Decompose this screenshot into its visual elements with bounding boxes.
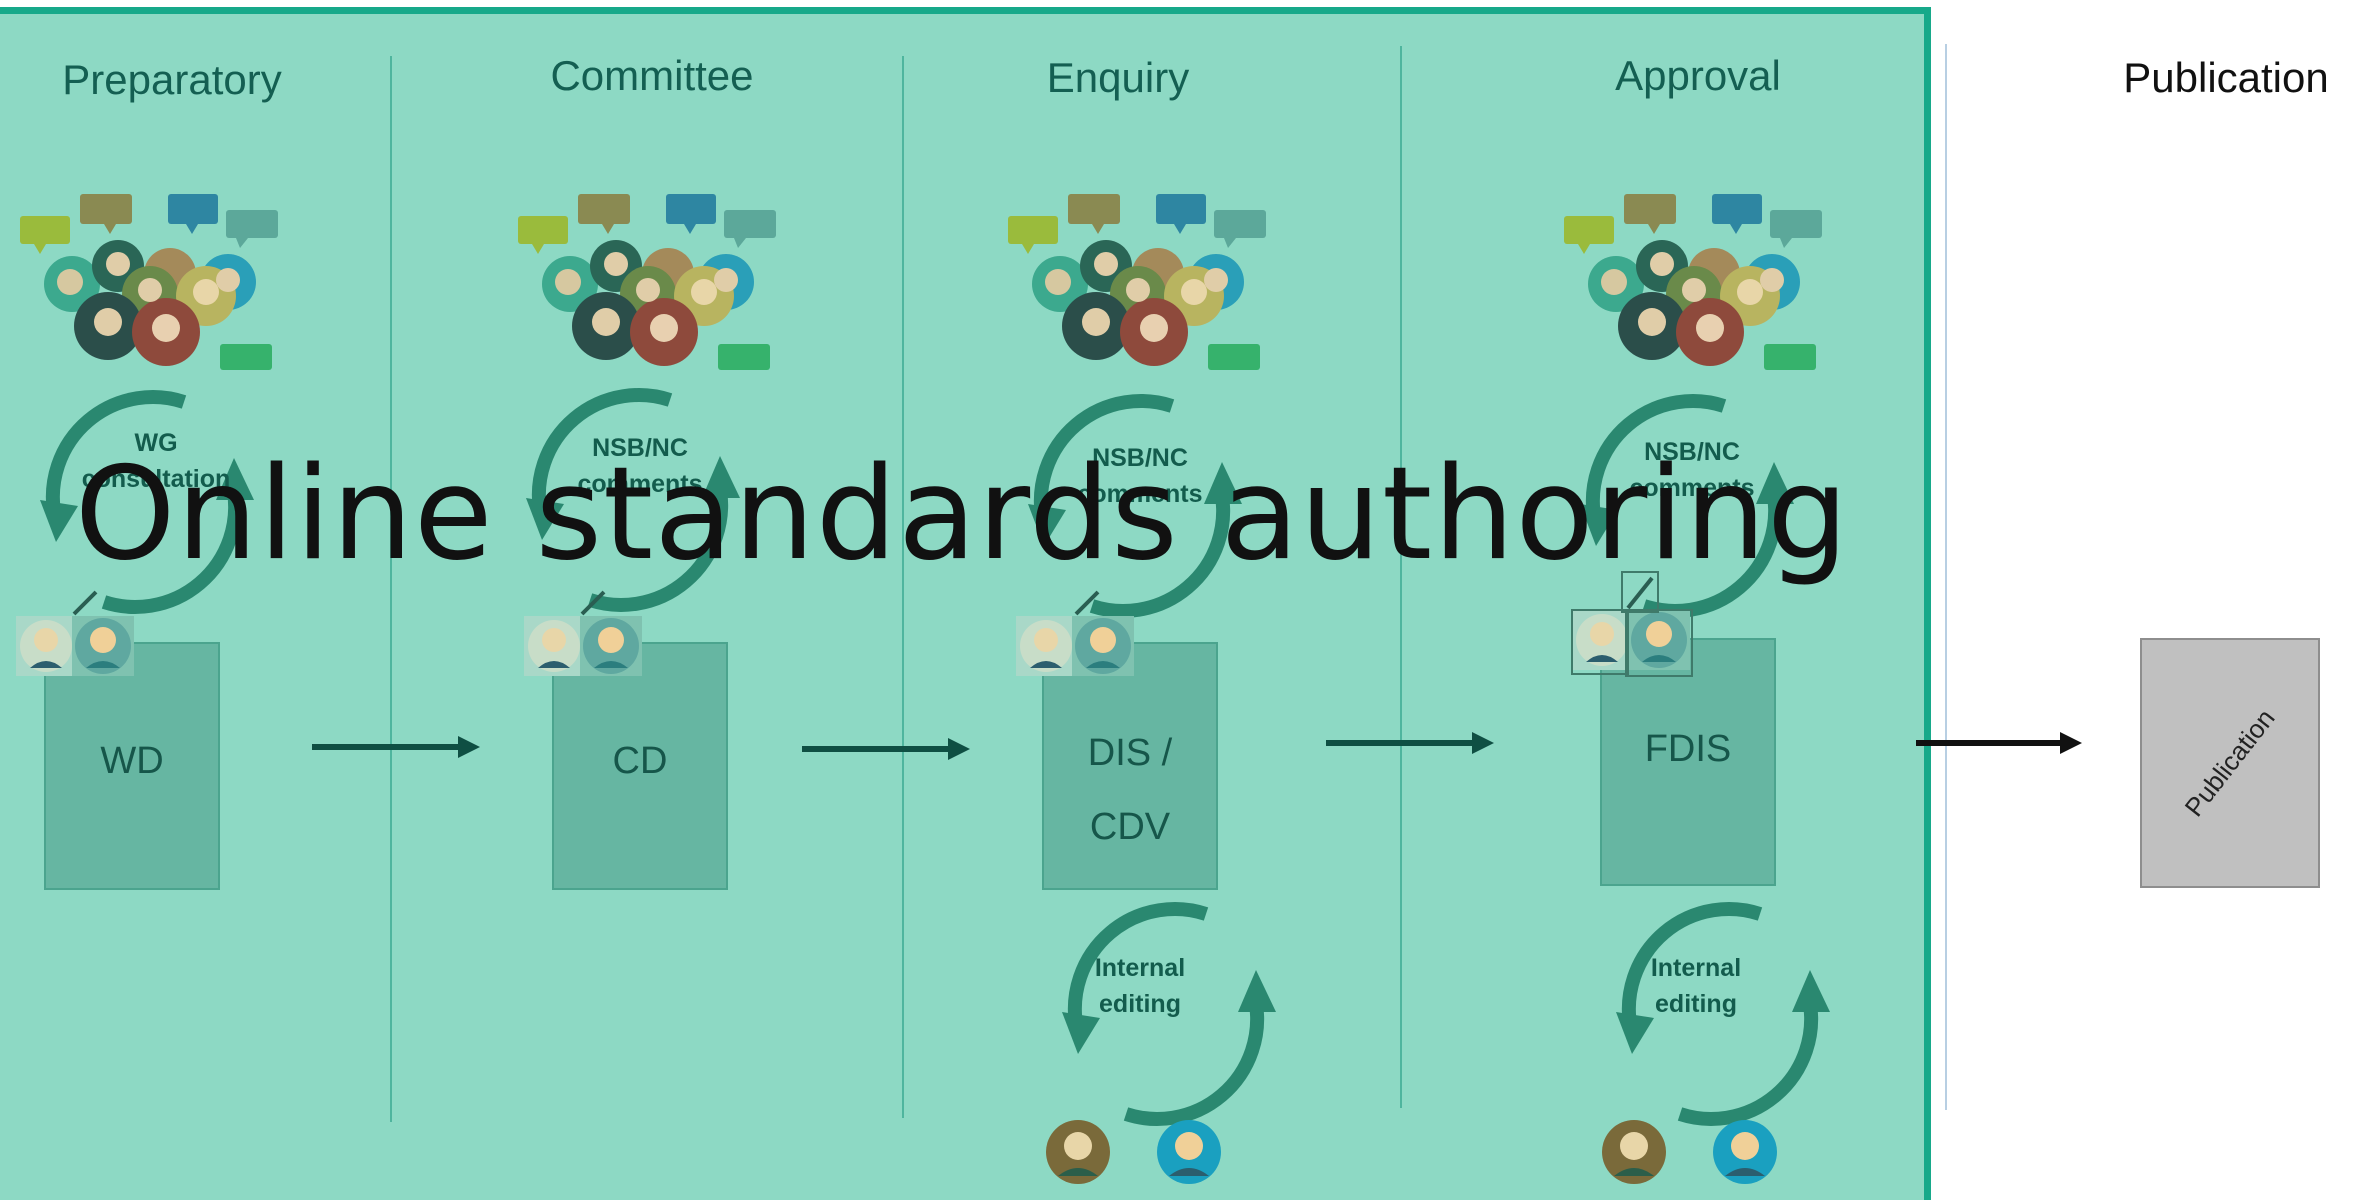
publication-document: Publication — [2140, 638, 2320, 888]
reviewer-avatar-icon — [524, 616, 642, 676]
pen-icon — [1621, 571, 1659, 613]
stage-title-publication: Publication — [2123, 54, 2329, 101]
document-dis-cdv: DIS / CDV — [1042, 642, 1218, 890]
online-authoring-panel — [0, 7, 1931, 1200]
publication-divider — [1945, 44, 1947, 1110]
pen-icon — [72, 590, 98, 616]
stage-divider — [390, 56, 392, 1122]
editor-avatars-icon — [1046, 1120, 1221, 1184]
loop-label-comments: NSB/NC comments — [1077, 444, 1203, 508]
loop-label-comments: NSB/NC comments — [1629, 438, 1755, 502]
arrow-right-icon — [1326, 732, 1494, 754]
document-label: CDV — [1089, 806, 1171, 848]
loop-label-wg: WG consultation — [81, 429, 231, 493]
document-fdis: FDIS — [1600, 638, 1776, 886]
people-group-icon — [20, 194, 278, 370]
document-label: CD — [612, 740, 668, 782]
stage-title-preparatory: Preparatory — [62, 56, 282, 103]
arrow-right-icon — [802, 738, 970, 760]
pen-icon — [1074, 590, 1100, 616]
stage-title-approval: Approval — [1615, 52, 1781, 99]
reviewer-avatar-icon — [1016, 616, 1134, 676]
people-group-icon — [1564, 194, 1822, 370]
document-label: DIS / — [1087, 732, 1173, 774]
arrow-right-icon — [1916, 732, 2082, 754]
document-label: WD — [100, 740, 164, 782]
stage-title-enquiry: Enquiry — [1046, 54, 1190, 101]
people-group-icon — [518, 194, 776, 370]
arrow-right-icon — [312, 736, 480, 758]
stage-title-committee: Committee — [550, 52, 754, 99]
reviewer-avatar-icon — [1571, 609, 1693, 677]
stage-divider — [902, 56, 904, 1118]
stage-divider — [1400, 46, 1402, 1108]
people-group-icon — [1008, 194, 1266, 370]
editor-avatars-icon — [1602, 1120, 1777, 1184]
loop-label-comments: NSB/NC comments — [577, 434, 703, 498]
document-label: FDIS — [1644, 728, 1732, 770]
diagram-title: Online standards authoring — [74, 440, 1850, 589]
pen-icon — [580, 590, 606, 616]
loop-label-internal-editing: Internal editing — [1094, 954, 1186, 1018]
document-cd: CD — [552, 642, 728, 890]
loop-label-internal-editing: Internal editing — [1650, 954, 1742, 1018]
publication-document-label: Publication — [2178, 703, 2281, 823]
reviewer-avatar-icon — [16, 616, 134, 676]
document-wd: WD — [44, 642, 220, 890]
